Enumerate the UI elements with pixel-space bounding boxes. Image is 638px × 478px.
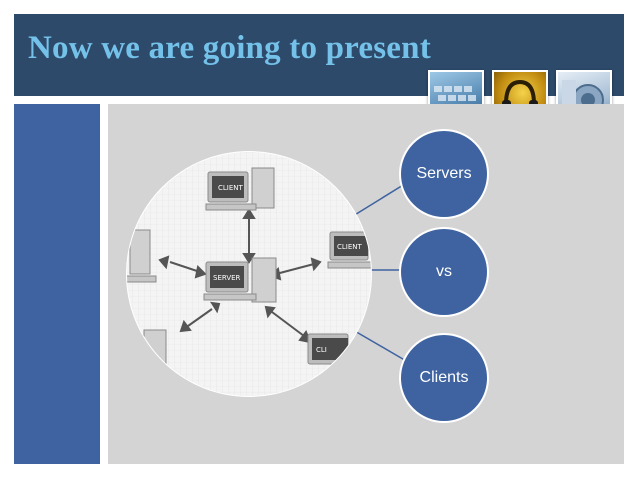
client-computer-left — [127, 229, 157, 283]
network-image — [127, 152, 371, 396]
client-top-label: CLIENT — [218, 184, 244, 192]
client-computer-right — [327, 231, 371, 269]
slide-title-reflection-text: Now we are going to present — [28, 64, 448, 66]
node-vs-label: vs — [436, 263, 452, 280]
connector-clients — [352, 329, 409, 363]
client-computer-top — [205, 167, 275, 211]
node-servers-label: Servers — [416, 165, 472, 182]
client-bottom-right-label: CLI — [316, 346, 327, 354]
client-computer-bottom-left — [143, 329, 167, 371]
node-servers — [399, 129, 489, 219]
slide-title: Now we are going to present — [28, 30, 431, 66]
node-clients-label: Clients — [419, 369, 469, 386]
diagram-canvas: CLIENT SERVER CLIENT CLI — [126, 129, 489, 423]
server-label: SERVER — [213, 274, 241, 282]
content-panel: CLIENT SERVER CLIENT CLI Servers vs Clie… — [108, 104, 624, 464]
connector-servers — [352, 181, 409, 217]
server-computer — [203, 257, 277, 303]
client-right-label: CLIENT — [337, 243, 363, 251]
client-computer-bottom-right — [307, 333, 349, 365]
node-vs — [399, 227, 489, 317]
slide-title-reflection: Now we are going to present — [28, 64, 448, 80]
node-clients — [399, 333, 489, 423]
left-accent-bar — [14, 104, 100, 464]
